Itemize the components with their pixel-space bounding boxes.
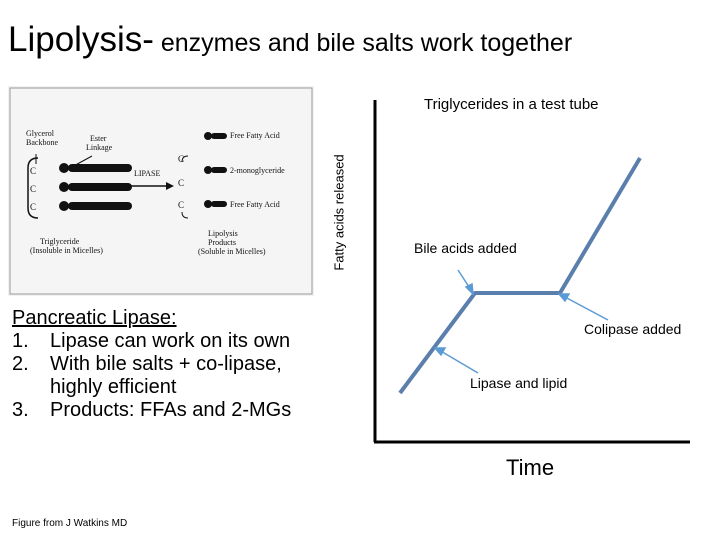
list-item: 1.Lipase can work on its own: [12, 330, 291, 352]
svg-text:C: C: [30, 166, 36, 176]
ffa-top-label: Free Fatty Acid: [230, 131, 280, 140]
svg-text:C: C: [30, 202, 36, 212]
bile-acids-label: Bile acids added: [414, 240, 517, 256]
list-item: 2.With bile salts + co-lipase, highly ef…: [12, 353, 282, 398]
colipase-arrow: [562, 295, 609, 321]
slide-title: Lipolysis- enzymes and bile salts work t…: [8, 22, 572, 57]
ester-linkage-label: Ester Linkage: [86, 134, 113, 152]
ffa-bottom-label: Free Fatty Acid: [230, 200, 280, 209]
lipase-label: LIPASE: [134, 169, 160, 178]
svg-text:C: C: [178, 178, 184, 188]
list-item: 3.Products: FFAs and 2-MGs: [12, 399, 292, 421]
title-main: Lipolysis-: [8, 20, 154, 59]
bile-acids-arrowhead: [464, 282, 474, 297]
colipase-label: Colipase added: [584, 321, 682, 337]
lipase-points-list: 1.Lipase can work on its own 2.With bile…: [12, 330, 312, 422]
monoglyceride-label: 2-monoglyceride: [230, 166, 285, 175]
pancreatic-lipase-heading: Pancreatic Lipase:: [12, 307, 177, 329]
products-label: Lipolysis Products (Soluble in Micelles): [198, 229, 266, 256]
lipase-lipid-arrow: [438, 349, 479, 374]
lipolysis-figure: Glycerol Backbone Ester Linkage C C C LI…: [8, 86, 314, 296]
lipolysis-graph: [373, 100, 690, 444]
lipase-lipid-arrowhead: [433, 347, 447, 357]
svg-text:C: C: [178, 154, 184, 164]
graph-title: Triglycerides in a test tube: [424, 96, 599, 113]
graph-x-label: Time: [506, 455, 555, 480]
figure-credit: Figure from J Watkins MD: [12, 518, 128, 529]
triglyceride-molecule: C C C: [27, 157, 132, 219]
graph-y-label: Fatty acids released: [331, 154, 347, 271]
glycerol-backbone-label: Glycerol Backbone: [26, 129, 58, 147]
title-subtitle: enzymes and bile salts work together: [153, 29, 573, 57]
lipase-lipid-label: Lipase and lipid: [470, 375, 568, 391]
pancreatic-lipase-notes: Pancreatic Lipase: 1.Lipase can work on …: [12, 307, 312, 422]
svg-text:C: C: [30, 184, 36, 194]
fatty-acid-release-line: [398, 156, 642, 395]
lipolysis-products: C C C Free Fatty Acid 2-monoglyceride Fr…: [178, 131, 285, 219]
svg-text:C: C: [178, 200, 184, 210]
colipase-arrowhead: [557, 293, 571, 303]
triglyceride-label: Triglyceride (Insoluble in Micelles): [30, 237, 103, 255]
